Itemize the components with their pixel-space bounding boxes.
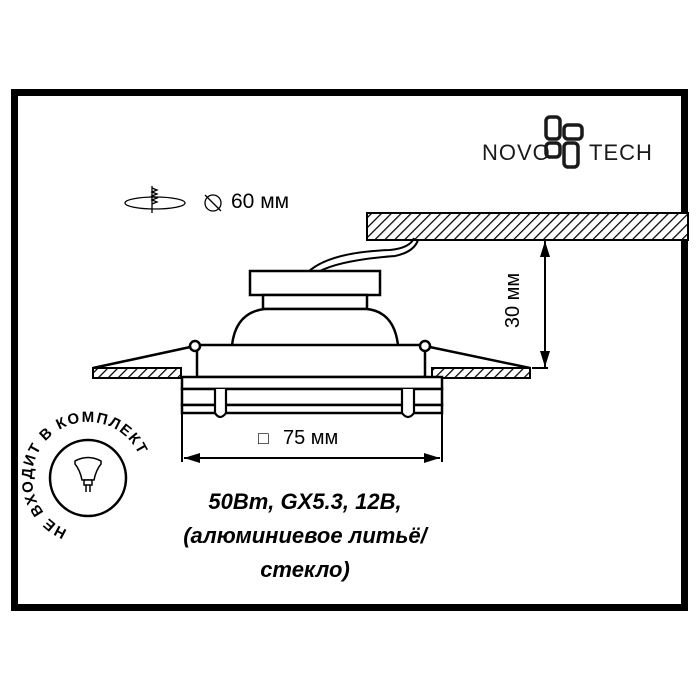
fixture-top-box [248,269,382,297]
ceiling-board-left [92,367,182,379]
width-label: 75 мм [283,427,339,449]
mr16-lamp-icon [74,456,102,492]
fixture-body [195,343,427,379]
ceiling-board-right [431,367,531,379]
logo-text-right: TECH [589,140,653,165]
cutout-diameter-label: 60 мм [231,190,290,213]
logo-text-left: NOVO [482,140,551,165]
cable [307,237,415,273]
ceiling-slab [366,212,689,241]
square-symbol: □ [258,428,269,448]
spec-line-2: (алюминиевое литьё/ [183,523,427,548]
spec-line-3: стекло) [260,557,350,582]
spec-line-1: 50Bm, GX5.3, 12B, [208,489,402,514]
fixture-frame [180,375,444,391]
height-label: 30 мм [502,272,525,329]
novotech-logo-icon [544,115,584,169]
diameter-icon [204,194,222,212]
fixture-dome [230,307,400,346]
ceiling-cutout-icon [124,186,186,213]
